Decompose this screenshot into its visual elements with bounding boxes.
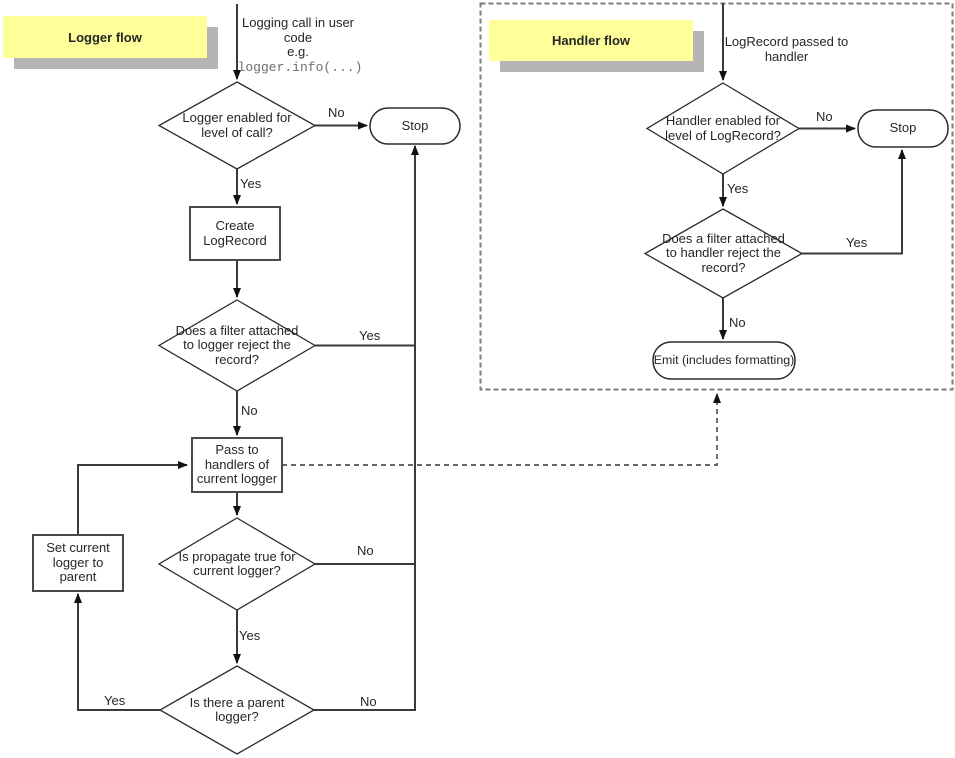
handler-filter-diamond-shape — [643, 208, 804, 299]
edge-parent-yes-to-set — [74, 593, 160, 711]
edge-label-propagate-yes: Yes — [239, 628, 261, 643]
edge-label-handler-filter-yes: Yes — [846, 235, 868, 250]
edge-set-to-pass — [77, 461, 188, 535]
stop-handler-pill-shape — [857, 109, 949, 148]
user-call-annotation: Logging call in user code e.g. — [241, 15, 355, 59]
edge-label-propagate-no: No — [357, 543, 374, 558]
handler-flow-container-border — [479, 2, 954, 391]
decision-shapes — [157, 81, 804, 755]
stop-logger-pill-shape — [369, 107, 461, 145]
user-code-annotation: logger.info(...) — [237, 60, 363, 75]
propagate-diamond-shape — [157, 517, 317, 611]
logger-level-diamond-shape — [157, 81, 317, 170]
edge-pass-to-handler-flow-dashed — [282, 393, 721, 466]
edge-label-logger-level-yes: Yes — [240, 176, 262, 191]
logger-filter-diamond-shape — [157, 299, 317, 392]
edge-label-logger-filter-no: No — [241, 403, 258, 418]
handler-flow-title: Handler flow — [489, 20, 693, 61]
pass-to-handlers-box-shape — [191, 437, 283, 493]
handler-level-diamond-shape — [645, 82, 801, 175]
edge-parent-no-to-stop — [314, 145, 419, 711]
process-shapes — [32, 206, 283, 592]
parent-diamond-shape — [158, 665, 316, 755]
edges — [74, 3, 906, 711]
edge-label-handler-level-yes: Yes — [727, 181, 749, 196]
edge-handler-filter-yes-to-stop — [802, 149, 906, 255]
edge-label-parent-yes: Yes — [104, 693, 126, 708]
create-logrecord-box-shape — [189, 206, 281, 261]
edge-label-parent-no: No — [360, 694, 377, 709]
edge-label-handler-filter-no: No — [729, 315, 746, 330]
edge-label-handler-level-no: No — [816, 109, 833, 124]
emit-pill-shape — [652, 341, 796, 380]
handler-entry-annotation: LogRecord passed to handler — [724, 34, 849, 64]
terminator-shapes — [369, 107, 949, 380]
logger-flow-title: Logger flow — [3, 16, 207, 58]
set-current-logger-box-shape — [32, 534, 124, 592]
edge-label-logger-filter-yes: Yes — [359, 328, 381, 343]
edge-label-logger-level-no: No — [328, 105, 345, 120]
